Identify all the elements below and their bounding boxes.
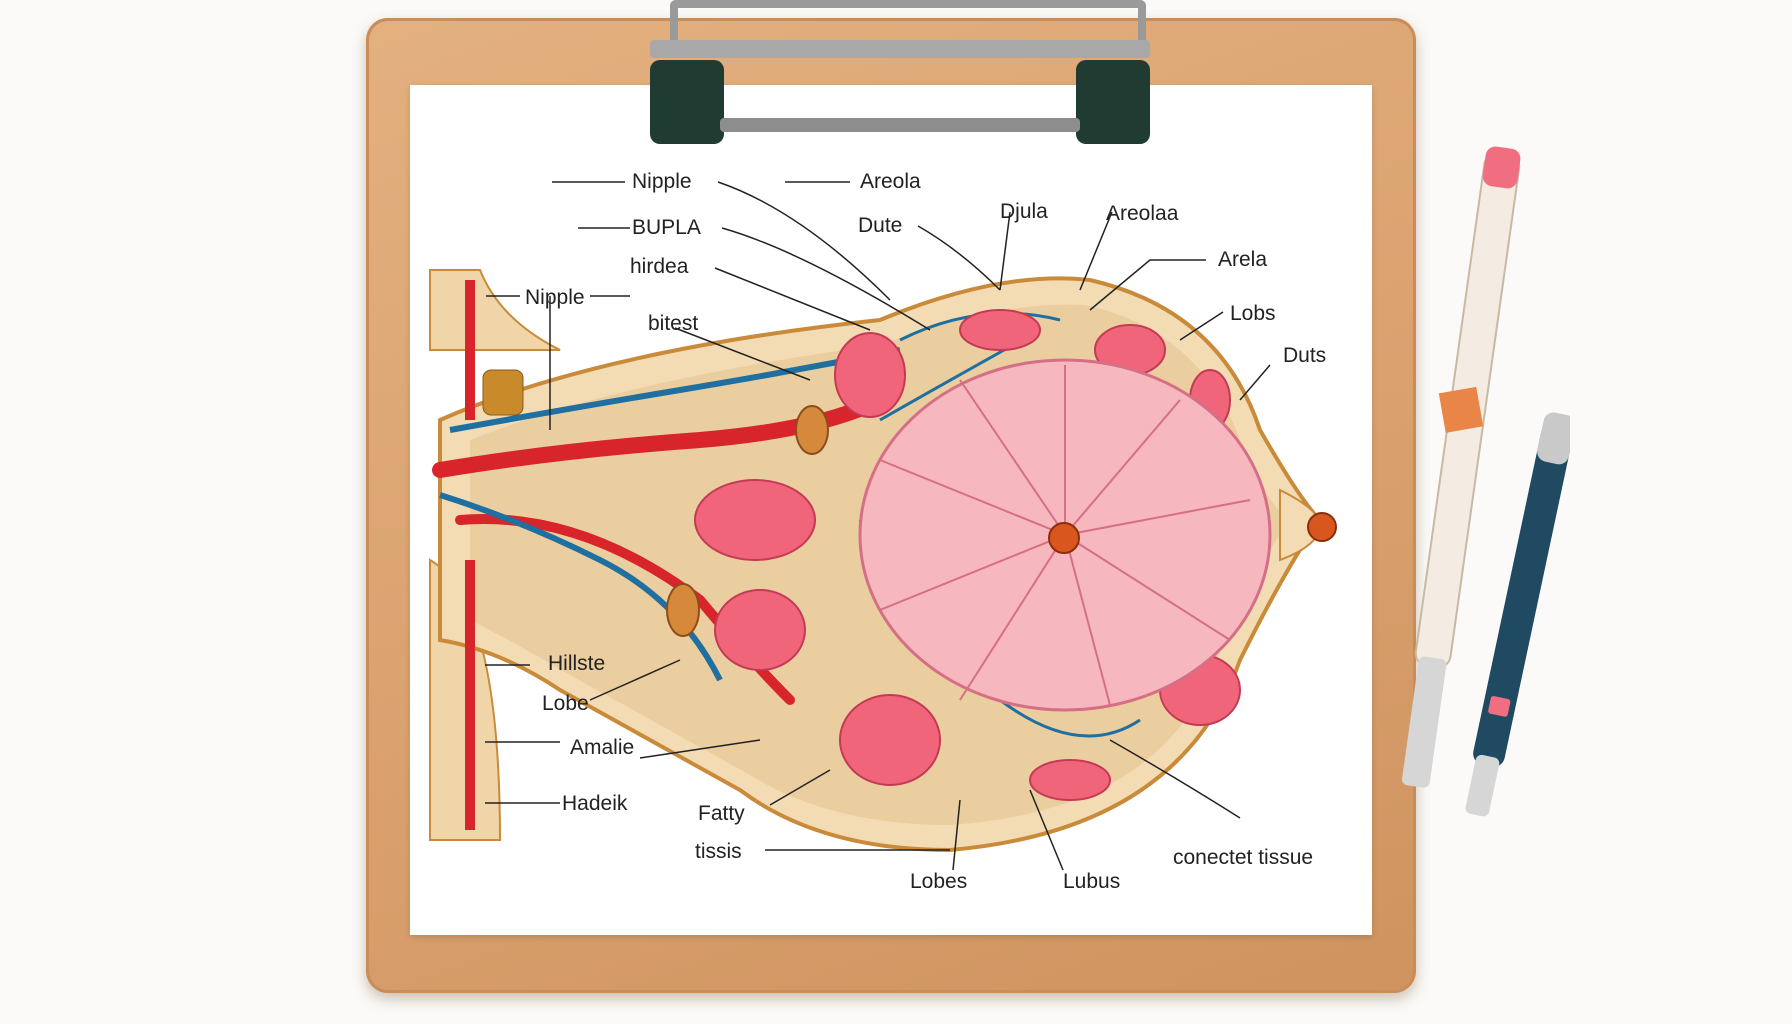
label-areola-top: Areola <box>860 170 921 193</box>
vein-upper <box>449 347 901 433</box>
label-amalie: Amalie <box>570 736 635 759</box>
lobule <box>834 332 906 418</box>
central-lobes <box>858 358 1272 712</box>
label-dute: Dute <box>858 214 903 237</box>
blue-pen <box>1465 412 1570 817</box>
label-tissue: tissis <box>695 840 742 863</box>
clip-bar <box>720 118 1080 132</box>
label-areolaa: Areolaa <box>1106 202 1179 225</box>
fat-pad <box>482 369 524 416</box>
label-djula: Djula <box>1000 200 1048 223</box>
label-arela: Arela <box>1218 248 1268 271</box>
lobule <box>839 694 941 786</box>
label-connective-tissue: conectet tissue <box>1173 846 1314 869</box>
lobule <box>714 589 806 671</box>
chest-wall-upper <box>429 269 561 351</box>
lymph-node <box>666 583 700 637</box>
label-bupla: BUPLA <box>632 216 701 239</box>
pens <box>1402 146 1570 817</box>
label-lubus: Lubus <box>1063 870 1121 893</box>
label-hadeik: Hadeik <box>562 792 628 815</box>
lobule <box>1029 759 1111 801</box>
label-fatty: Fatty <box>698 802 745 825</box>
clip-wire <box>670 0 1146 58</box>
artery-main <box>432 392 888 478</box>
lymph-node <box>795 405 829 455</box>
label-hillste: Hillste <box>548 652 606 675</box>
label-bitest: bitest <box>648 312 699 335</box>
clip-left-jaw <box>650 60 724 144</box>
label-lobe: Lobe <box>542 692 589 715</box>
label-lobs: Lobs <box>1230 302 1276 325</box>
sticky-note <box>1438 386 1484 433</box>
clip-right-jaw <box>1076 60 1150 144</box>
lobule <box>694 479 816 561</box>
center-point <box>1048 522 1080 554</box>
lobules-group <box>694 309 1241 801</box>
clip-base <box>650 40 1150 58</box>
vein-lower <box>439 492 723 682</box>
label-hirdea: hirdea <box>630 255 689 278</box>
label-nipple-left: Nipple <box>525 286 585 309</box>
label-nipple-top: Nipple <box>632 170 692 193</box>
label-duts: Duts <box>1283 344 1327 367</box>
leader-lines <box>485 181 1271 871</box>
label-lobes: Lobes <box>910 870 968 893</box>
nipple <box>1307 512 1337 542</box>
lobule <box>959 309 1041 351</box>
